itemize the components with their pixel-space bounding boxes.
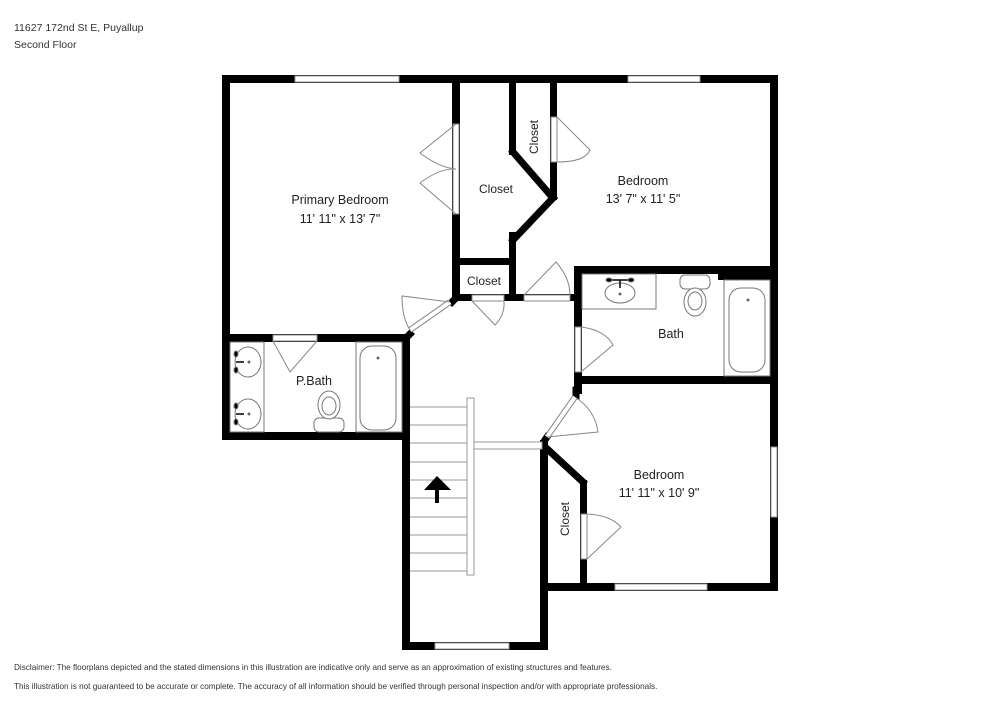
room-closet-se: Closet [558, 501, 572, 536]
door-bedroom-ne [523, 294, 571, 302]
room-bath: Bath [658, 327, 684, 341]
window-stair-bottom [434, 642, 510, 650]
room-primary-bedroom-name: Primary Bedroom [291, 193, 388, 207]
window-bedroom-top [627, 75, 701, 83]
disclaimer-line-2: This illustration is not guaranteed to b… [14, 682, 658, 691]
toilet-icon [679, 274, 711, 317]
room-labels: Primary Bedroom 11' 11" x 13' 7" Bedroom… [291, 119, 699, 536]
door-closet-ne [550, 116, 558, 163]
room-closet-hall: Closet [467, 274, 502, 288]
floor-label: Second Floor [14, 39, 77, 51]
room-closet-ne: Closet [527, 119, 541, 154]
up-arrow-icon [424, 476, 451, 503]
plan-header: 11627 172nd St E, Puyallup Second Floor [14, 20, 143, 54]
pbath-vanity [229, 341, 265, 433]
toilet-icon [313, 390, 345, 433]
window-primary-top [294, 75, 400, 83]
doors [272, 116, 622, 560]
sink-icon [234, 346, 262, 378]
door-closet-hall [471, 294, 505, 302]
room-primary-bedroom-dims: 11' 11" x 13' 7" [300, 212, 381, 226]
diagonal-walls [403, 147, 588, 487]
door-closet-se [580, 513, 588, 560]
room-bedroom-se-dims: 11' 11" x 10' 9" [619, 486, 700, 500]
room-bedroom-ne-dims: 13' 7" x 11' 5" [606, 192, 681, 206]
window-se-bottom [614, 583, 708, 591]
bathtub-icon [723, 279, 771, 377]
room-pbath: P.Bath [296, 374, 332, 388]
window-se-right [770, 446, 778, 518]
door-pbath [272, 334, 318, 342]
disclaimer-line-1: Disclaimer: The floorplans depicted and … [14, 663, 612, 672]
sink-icon [234, 398, 262, 430]
walls [222, 75, 778, 650]
address-label: 11627 172nd St E, Puyallup [14, 22, 144, 34]
room-closet-primary: Closet [479, 182, 514, 196]
room-bedroom-se-name: Bedroom [634, 468, 685, 482]
room-bedroom-ne-name: Bedroom [618, 174, 669, 188]
bathtub-icon [355, 341, 403, 433]
bath-vanity [581, 273, 657, 310]
door-bath [574, 326, 582, 373]
windows [294, 75, 778, 650]
staircase [410, 397, 543, 576]
